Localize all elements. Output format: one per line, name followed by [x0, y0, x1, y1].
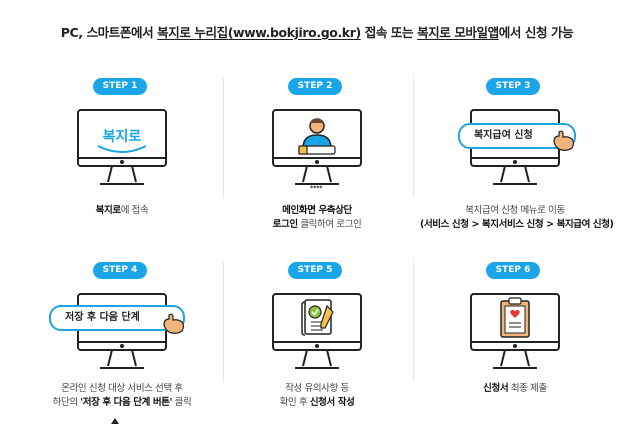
pointing-hand-icon: [553, 130, 575, 151]
step-badge: STEP 2: [288, 78, 342, 95]
monitor-icon: [470, 293, 560, 369]
up-arrow-icon: [111, 418, 119, 424]
step-caption: 신청서 최종 제출: [483, 383, 547, 394]
column-divider: [413, 262, 414, 382]
monitor-icon: [77, 293, 167, 369]
step-badge: STEP 1: [93, 78, 147, 95]
save-next-step-button[interactable]: 저장 후 다음 단계: [49, 305, 185, 331]
page-headline: PC, 스마트폰에서 복지로 누리집(www.bokjiro.go.kr) 접속…: [0, 22, 634, 41]
column-divider: [223, 262, 224, 382]
step-badge: STEP 4: [93, 262, 147, 279]
monitor-icon: [272, 293, 362, 369]
step-caption: 복지급여 신청 메뉴로 이동 (서비스 신청 > 복지서비스 신청 > 복지급여…: [420, 205, 614, 230]
column-divider: [413, 78, 414, 198]
step-caption: 복지로에 접속: [95, 205, 149, 216]
column-divider: [223, 78, 224, 198]
step-caption: 메인화면 우측상단 로그인 클릭하여 로그인: [272, 205, 362, 230]
step-badge: STEP 3: [486, 78, 540, 95]
monitor-icon: [272, 109, 362, 185]
headline-text: PC, 스마트폰에서: [60, 25, 158, 40]
step-badge: STEP 5: [288, 262, 342, 279]
headline-text: 접속 또는: [360, 25, 418, 40]
step-caption: 온라인 신청 대상 서비스 선택 후 하단의 '저장 후 다음 단계 버튼' 클…: [52, 383, 192, 408]
step-badge: STEP 6: [486, 262, 540, 279]
pointing-hand-icon: [163, 313, 185, 334]
headline-text: 에서 신청 가능: [498, 25, 574, 40]
bokjiro-mobile-app-link[interactable]: 복지로 모바일앱: [417, 25, 499, 40]
monitor-icon: [77, 109, 167, 185]
step-caption: 작성 유의사항 등 확인 후 신청서 작성: [279, 383, 355, 408]
bokjiro-website-link[interactable]: 복지로 누리집(www.bokjiro.go.kr): [157, 25, 361, 40]
bokjiro-logo: 복지로: [102, 129, 142, 145]
pin-mask: ****: [310, 185, 323, 192]
